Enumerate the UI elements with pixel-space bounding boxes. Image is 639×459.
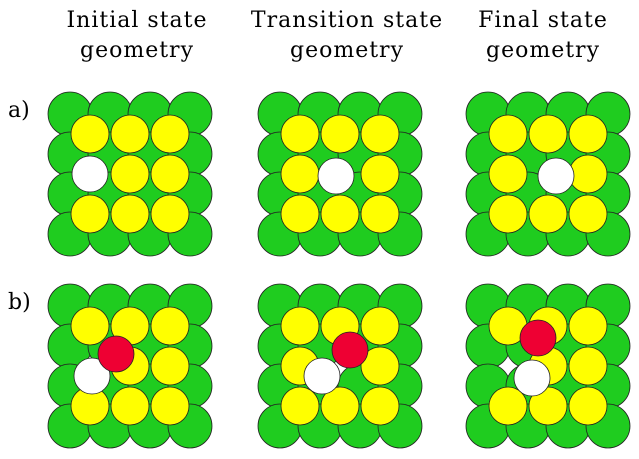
adatom: [488, 194, 528, 234]
row-label-a: a): [8, 98, 30, 123]
red-atom: [97, 335, 135, 373]
adatom: [488, 386, 528, 426]
red-atom: [331, 331, 369, 369]
adatom: [150, 114, 190, 154]
adatom: [280, 194, 320, 234]
adatom: [360, 154, 400, 194]
adatom: [568, 194, 608, 234]
adatom: [528, 194, 568, 234]
row-label-b: b): [8, 290, 31, 315]
adatom: [70, 114, 110, 154]
adatom: [360, 386, 400, 426]
column-title-transition: Transition state geometry: [242, 6, 452, 66]
adatom: [110, 194, 150, 234]
panel-a-initial: [47, 91, 213, 257]
column-title-initial-line1: Initial state: [66, 8, 208, 33]
panel-a-transition: [257, 91, 423, 257]
adatom: [150, 154, 190, 194]
vacancy-atom: [303, 357, 341, 395]
adatom: [280, 114, 320, 154]
column-title-initial-line2: geometry: [79, 38, 194, 63]
vacancy-atom: [537, 157, 575, 195]
column-title-final-line2: geometry: [485, 38, 600, 63]
panel-b-initial: [47, 283, 213, 449]
adatom: [150, 346, 190, 386]
vacancy-atom: [71, 155, 109, 193]
adatom: [360, 306, 400, 346]
column-title-final: Final state geometry: [438, 6, 639, 66]
vacancy-atom: [73, 357, 111, 395]
panel-a-final: [465, 91, 631, 257]
adatom: [568, 114, 608, 154]
vacancy-atom: [513, 359, 551, 397]
adatom: [528, 114, 568, 154]
adatom: [360, 114, 400, 154]
adatom: [150, 194, 190, 234]
adatom: [110, 154, 150, 194]
adatom: [280, 386, 320, 426]
adatom: [568, 346, 608, 386]
adatom: [280, 154, 320, 194]
adatom: [150, 386, 190, 426]
adatom: [568, 386, 608, 426]
column-title-transition-line2: geometry: [289, 38, 404, 63]
adatom: [110, 114, 150, 154]
vacancy-atom: [317, 157, 355, 195]
adatom: [568, 306, 608, 346]
adatom: [488, 114, 528, 154]
column-title-final-line1: Final state: [478, 8, 608, 33]
adatom: [320, 114, 360, 154]
column-title-initial: Initial state geometry: [32, 6, 242, 66]
adatom: [320, 194, 360, 234]
adatom: [320, 386, 360, 426]
adatom: [70, 306, 110, 346]
adatom: [360, 346, 400, 386]
adatom: [568, 154, 608, 194]
panel-b-final: [465, 283, 631, 449]
adatom: [110, 386, 150, 426]
column-title-transition-line1: Transition state: [250, 8, 444, 33]
adatom: [150, 306, 190, 346]
red-atom: [519, 319, 557, 357]
adatom: [280, 306, 320, 346]
adatom: [488, 154, 528, 194]
adatom: [70, 194, 110, 234]
panel-b-transition: [257, 283, 423, 449]
adatom: [360, 194, 400, 234]
